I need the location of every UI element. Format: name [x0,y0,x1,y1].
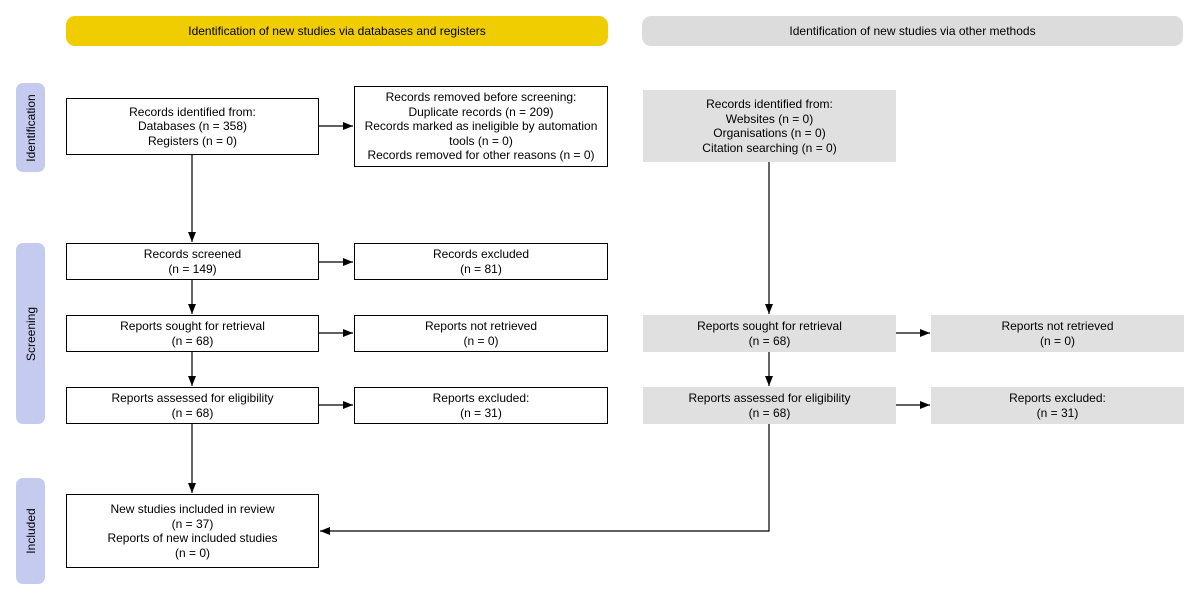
box-line: Records excluded [432,247,530,261]
other-records-identified-box: Records identified from: Websites (n = 0… [643,90,896,162]
db-records-removed-box: Records removed before screening: Duplic… [354,86,608,167]
header-other-label: Identification of new studies via other … [789,24,1036,38]
box-line: (n = 37) [171,516,214,531]
box-line: Records removed before screening: [385,90,577,105]
box-line: Registers (n = 0) [147,133,238,148]
db-records-screened-box: Records screened (n = 149) [66,243,319,280]
studies-included-box: New studies included in review (n = 37) … [66,494,319,568]
other-reports-assessed-box: Reports assessed for eligibility (n = 68… [643,387,896,424]
box-line: Reports sought for retrieval [120,319,265,333]
header-databases-label: Identification of new studies via databa… [188,24,486,38]
other-reports-excluded-box: Reports excluded: (n = 31) [931,387,1184,424]
box-line: (n = 68) [748,333,791,348]
box-line: (n = 68) [171,333,214,348]
db-reports-excluded-box: Reports excluded: (n = 31) [354,387,608,424]
box-line: Records screened [143,247,242,261]
box-line: Reports not retrieved [424,319,538,333]
box-line: (n = 68) [171,405,214,420]
box-line: Reports excluded: [432,391,530,405]
box-line: (n = 0) [463,333,499,348]
box-line: Records marked as ineligible by automati… [364,119,598,134]
db-records-identified-box: Records identified from: Databases (n = … [66,98,319,155]
box-line: Reports not retrieved [1001,319,1114,333]
other-reports-not-retrieved-box: Reports not retrieved (n = 0) [931,315,1184,352]
header-databases-registers: Identification of new studies via databa… [66,16,608,46]
box-line: tools (n = 0) [449,133,513,148]
box-line: (n = 0) [1039,333,1075,348]
box-line: (n = 0) [174,545,210,560]
phase-identification: Identification [16,83,45,172]
box-line: Databases (n = 358) [137,119,248,134]
box-line: Reports of new included studies [107,531,278,545]
box-line: Websites (n = 0) [725,111,814,126]
box-line: (n = 81) [460,261,502,276]
box-line: New studies included in review [110,502,275,516]
box-line: Citation searching (n = 0) [702,140,837,155]
arrow-other-assessed-to-included [320,424,770,535]
box-line: Records identified from: [129,104,256,119]
db-reports-sought-box: Reports sought for retrieval (n = 68) [66,315,319,352]
box-line: (n = 31) [1036,405,1079,420]
box-line: Records removed for other reasons (n = 0… [367,148,595,163]
box-line: (n = 149) [168,261,217,276]
db-reports-assessed-box: Reports assessed for eligibility (n = 68… [66,387,319,424]
header-other-methods: Identification of new studies via other … [642,16,1183,46]
box-line: Duplicate records (n = 209) [408,104,554,119]
box-line: Organisations (n = 0) [713,126,826,140]
phase-included: Included [16,478,45,584]
box-line: (n = 68) [748,405,791,420]
other-reports-sought-box: Reports sought for retrieval (n = 68) [643,315,896,352]
box-line: Reports excluded: [1009,391,1106,405]
box-line: Reports assessed for eligibility [688,391,851,405]
db-records-excluded-box: Records excluded (n = 81) [354,243,608,280]
box-line: Records identified from: [706,97,833,111]
box-line: Reports assessed for eligibility [111,391,274,405]
phase-screening: Screening [16,243,45,424]
box-line: (n = 31) [460,405,502,420]
db-reports-not-retrieved-box: Reports not retrieved (n = 0) [354,315,608,352]
box-line: Reports sought for retrieval [697,319,842,333]
